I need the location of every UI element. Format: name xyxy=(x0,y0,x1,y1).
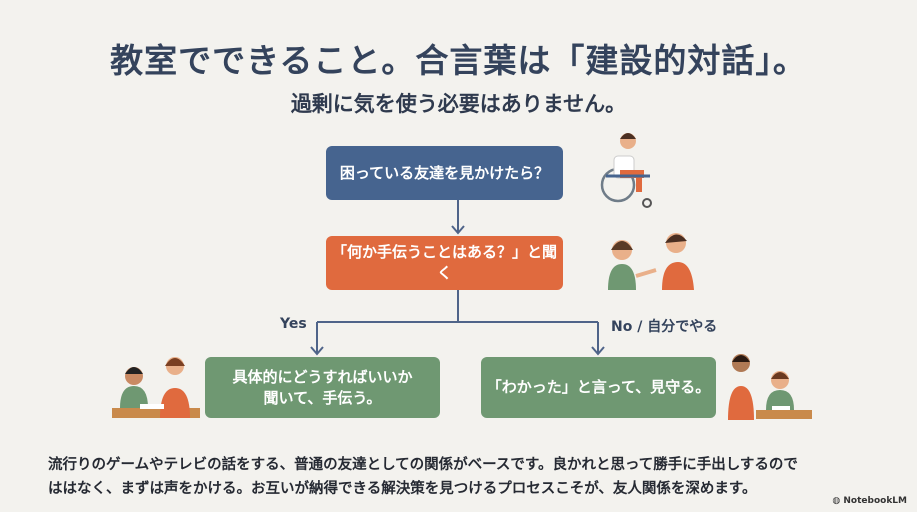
wheelchair-user-illustration xyxy=(600,133,652,208)
arrowhead-icon xyxy=(451,225,465,235)
question-box: 困っている友達を見かけたら？ xyxy=(326,146,563,200)
ask-box: 「何か手伝うことはある？」と聞く xyxy=(326,236,563,290)
yes-action-line2: 聞いて、手伝う。 xyxy=(263,388,382,407)
brand-watermark: ◍ NotebookLM xyxy=(832,496,907,506)
yes-action-box: 具体的にどうすればいいか 聞いて、手伝う。 xyxy=(205,357,440,418)
children-observing-illustration xyxy=(728,354,812,420)
ask-text: 「何か手伝うことはある？」と聞く xyxy=(331,243,557,282)
children-talking-illustration xyxy=(608,233,694,290)
question-text: 困っている友達を見かけたら？ xyxy=(339,163,550,182)
no-action-box: 「わかった」と言って、見守る。 xyxy=(481,357,716,418)
slide-subtitle: 過剰に気を使う必要はありません。 xyxy=(290,92,627,116)
body-line-1: 流行りのゲームやテレビの話をする、普通の友達としての関係がベースです。良かれと思… xyxy=(48,457,798,473)
yes-label: Yes xyxy=(280,316,307,332)
brand-text: NotebookLM xyxy=(843,496,907,506)
arrowhead-icon xyxy=(591,346,605,356)
arrowhead-icon xyxy=(310,346,324,356)
children-studying-illustration xyxy=(112,357,200,418)
slide-title: 教室でできること。合言葉は「建設的対話」。 xyxy=(110,41,807,80)
no-label: No / 自分でやる xyxy=(611,319,718,335)
notebooklm-logo-icon: ◍ xyxy=(832,496,844,506)
body-line-2: ははなく、まずは声をかける。お互いが納得できる解決策を見つけるプロセスこそが、友… xyxy=(48,481,757,497)
body-text: 流行りのゲームやテレビの話をする、普通の友達としての関係がベースです。良かれと思… xyxy=(48,453,878,501)
no-action-text: 「わかった」と言って、見守る。 xyxy=(486,378,711,396)
yes-action-line1: 具体的にどうすればいいか xyxy=(232,367,413,386)
